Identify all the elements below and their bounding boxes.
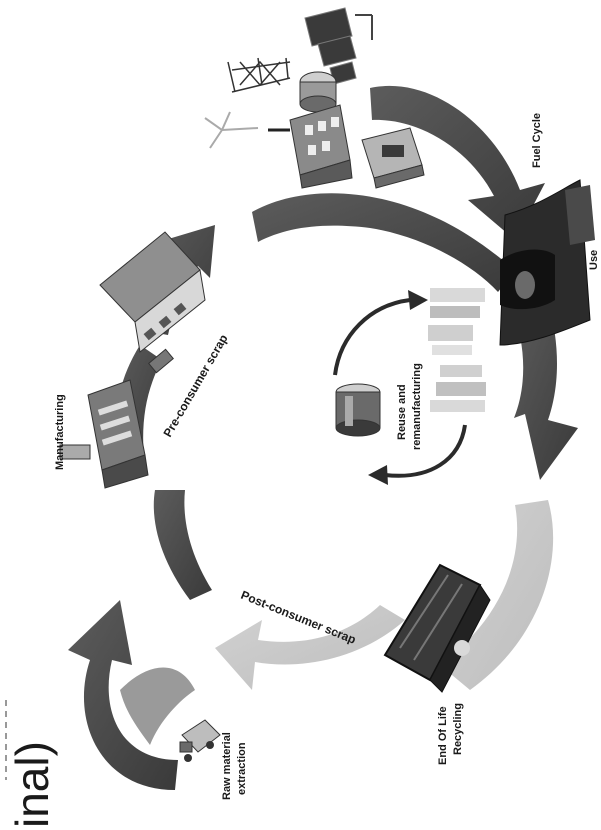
manufacturing-to-use-arrow	[252, 193, 515, 292]
reuse-label-line2: remanufacturing	[411, 363, 423, 450]
solar-panel-icon	[304, 7, 373, 85]
reuse-loop-arrowhead-upper	[408, 290, 428, 310]
reuse-loop-arc-upper	[333, 298, 411, 376]
raw-material-label-line2: extraction	[236, 742, 248, 795]
recycling-bin-icon	[383, 563, 491, 693]
raw-material-loop-arrow	[68, 600, 178, 790]
assembly-factory-icon	[99, 231, 206, 374]
reuse-loop-arc-lower	[384, 424, 467, 478]
raw-material-label-line1: Raw material	[221, 732, 233, 800]
raw-material-to-manufacturing-arrow	[153, 490, 212, 600]
mining-truck-icon	[179, 719, 221, 762]
end-of-life-label-line1: End Of Life	[437, 706, 449, 765]
reuse-loop-arrowhead-lower	[368, 465, 388, 485]
reuse-label-line1: Reuse and	[396, 384, 408, 440]
raw-material-swoosh	[120, 667, 195, 745]
refinery-icon	[361, 127, 425, 189]
use-to-end-of-life-arrow	[512, 300, 578, 480]
battery-cell-icon	[335, 383, 381, 437]
manufacturing-building-icon	[59, 379, 149, 489]
transmission-tower-icon	[227, 57, 291, 93]
car-icon	[499, 179, 595, 346]
power-plant-icon	[268, 104, 353, 189]
recycle-symbol-icon	[454, 640, 470, 656]
battery-pack-icon	[428, 288, 486, 412]
partial-heading: inal)	[6, 741, 58, 828]
fuel-tank-icon	[299, 71, 337, 113]
wind-turbine-icon	[204, 111, 259, 149]
pre-consumer-scrap-label: Pre-consumer scrap	[160, 332, 230, 440]
use-label: Use	[588, 250, 600, 270]
fuel-cycle-arrow	[370, 85, 545, 240]
post-consumer-scrap-arrow	[215, 605, 405, 690]
end-of-life-label-line2: Recycling	[452, 703, 464, 755]
manufacturing-label: Manufacturing	[54, 394, 66, 470]
fuel-cycle-label: Fuel Cycle	[531, 113, 543, 168]
